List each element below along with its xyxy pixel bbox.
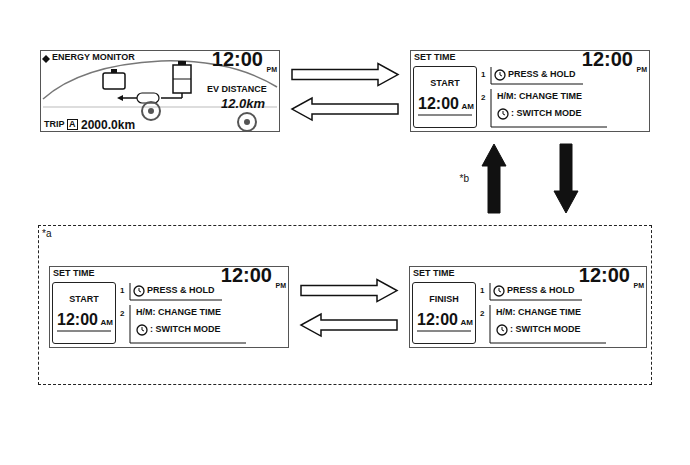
screen-text: H/M: CHANGE TIME: [136, 308, 221, 317]
screen-text: EV DISTANCE: [207, 85, 267, 94]
illustration-stroke: [173, 79, 191, 80]
screen-text: : SWITCH MODE: [510, 325, 581, 334]
set-time-screen: SET TIME12:00PM1PRESS & HOLD2H/M: CHANGE…: [410, 50, 650, 132]
screen-text: 12:00: [221, 265, 272, 285]
illustration-stroke: [495, 70, 505, 80]
illustration-stroke: [490, 305, 606, 343]
time-setting-box: FINISH 12:00AM: [412, 282, 476, 344]
illustration-stroke: [142, 102, 160, 120]
screen-text: AM: [461, 319, 473, 327]
illustration-stroke: [173, 65, 191, 93]
set-time-screen: SET TIME12:00PM1PRESS & HOLD2H/M: CHANGE…: [49, 266, 289, 348]
illustration-stroke: [134, 286, 144, 296]
screen-text: 12:00: [212, 49, 263, 69]
illustration-stroke: [103, 73, 125, 89]
illustration-stroke: [490, 283, 582, 300]
illustration-stroke: [498, 109, 508, 119]
screen-text: PM: [637, 66, 648, 73]
illustration-stroke: [121, 97, 137, 99]
illustration-stroke: [244, 119, 250, 125]
illustration-stroke: [238, 113, 256, 131]
illustration-stroke: [417, 331, 471, 332]
illustration-stroke: [500, 72, 502, 76]
set-time-screen: SET TIME12:00PM1PRESS & HOLD2H/M: CHANGE…: [409, 266, 647, 348]
illustration-stroke: [148, 108, 154, 114]
illustration-stroke: [503, 111, 505, 115]
screen-text: PM: [267, 66, 278, 73]
hollow-arrow: [301, 280, 397, 302]
illustration-stroke: [137, 325, 147, 335]
screen-text: AM: [101, 319, 113, 327]
screen-text: 12.0km: [221, 97, 265, 110]
illustration-stroke: [130, 283, 222, 300]
screen-text: 12:00: [582, 49, 633, 69]
screen-text: SET TIME: [414, 53, 456, 62]
time-setting-box: START 12:00AM: [52, 282, 116, 344]
screen-text: 2000.0km: [81, 119, 135, 131]
illustration-stroke: [418, 115, 472, 116]
screen-text: : SWITCH MODE: [150, 325, 221, 334]
illustration-stroke: [142, 327, 144, 331]
illustration-stroke: [497, 325, 507, 335]
illustration-stroke: [502, 327, 504, 331]
dashed-group-region: *aSET TIME12:00PM1PRESS & HOLD2H/M: CHAN…: [38, 225, 652, 385]
screen-text: SET TIME: [53, 269, 95, 278]
screen-text: FINISH: [413, 295, 475, 304]
illustration-stroke: [499, 288, 501, 292]
screen-text: PRESS & HOLD: [147, 286, 215, 295]
screen-text: START: [53, 295, 115, 304]
screen-text: 1: [480, 287, 484, 295]
illustration-stroke: [491, 67, 583, 84]
solid-arrow: [554, 144, 578, 213]
illustration-stroke: [139, 288, 141, 292]
screen-text: 2: [481, 94, 485, 102]
screen-text: 1: [120, 287, 124, 295]
illustration-stroke: [491, 89, 607, 127]
solid-arrow: [482, 144, 506, 213]
hollow-arrow: [292, 64, 398, 86]
screen-text: 12:00: [417, 312, 458, 328]
screen-text: 2: [480, 310, 484, 318]
screen-text: PRESS & HOLD: [508, 70, 576, 79]
screen-text: TRIP: [44, 120, 65, 129]
screen-text: PM: [276, 282, 287, 289]
screen-text: PM: [634, 282, 645, 289]
edge-label: *b: [459, 173, 470, 185]
screen-text: 12:00: [57, 312, 98, 328]
hollow-arrow: [292, 98, 398, 120]
time-setting-box: START 12:00AM: [413, 66, 477, 128]
screen-text: START: [414, 79, 476, 88]
screen-text: SET TIME: [413, 269, 455, 278]
hollow-arrow: [301, 314, 397, 336]
screen-text: H/M: CHANGE TIME: [497, 92, 582, 101]
illustration-stroke: [42, 55, 50, 63]
screen-text: 2: [120, 310, 124, 318]
screen-text: PRESS & HOLD: [507, 286, 575, 295]
screen-text: *a: [42, 229, 51, 239]
illustration-stroke: [130, 305, 246, 343]
screen-text: AM: [462, 103, 474, 111]
screen-text: H/M: CHANGE TIME: [496, 308, 581, 317]
screen-text: 1: [481, 71, 485, 79]
illustration-stroke: [57, 331, 111, 332]
illustration-stroke: [161, 97, 182, 99]
illustration-stroke: [111, 69, 117, 73]
screen-text: A: [67, 119, 78, 130]
screen-text: : SWITCH MODE: [511, 109, 582, 118]
energy-monitor-screen: ENERGY MONITOR 12:00PM EV DISTANCE 12.0kmTR…: [40, 50, 280, 132]
illustration-stroke: [117, 95, 123, 101]
illustration-stroke: [494, 286, 504, 296]
illustration-stroke: [178, 61, 186, 65]
screen-text: 12:00: [418, 96, 459, 112]
screen-text: 12:00: [579, 265, 630, 285]
screen-text: ENERGY MONITOR: [52, 53, 135, 62]
